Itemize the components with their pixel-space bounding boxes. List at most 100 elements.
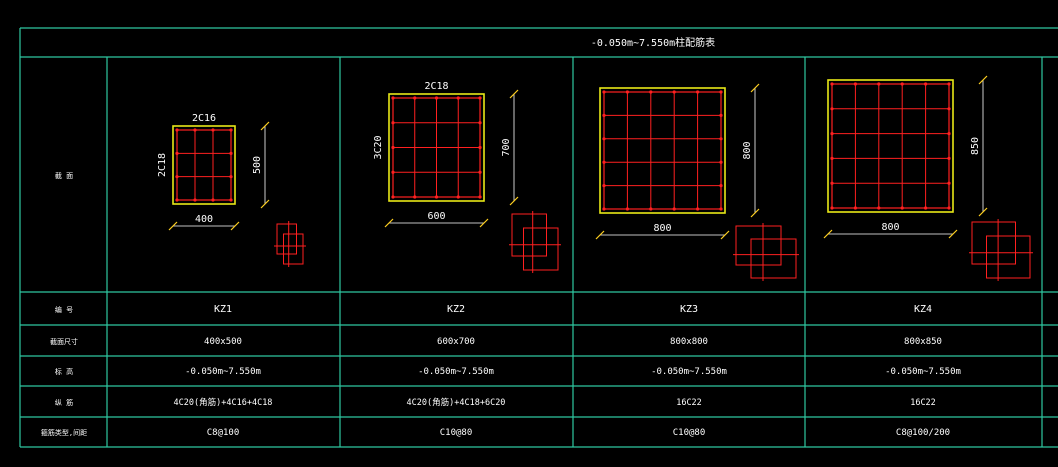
column-kz1-cells: KZ1 400x500 -0.050m~7.550m 4C20(角筋)+4C16… [174, 304, 273, 438]
hook-rect [735, 225, 782, 266]
column-stirrup: C10@80 [673, 428, 706, 438]
column-id: KZ3 [680, 304, 698, 315]
rebar-bar [413, 195, 417, 199]
height-dimension-label: 850 [970, 137, 981, 155]
rebar-bar [830, 206, 834, 210]
rebar-bar [478, 170, 482, 174]
rebar-bar [193, 128, 197, 132]
rebar-bar [672, 90, 676, 94]
rebar-bar [649, 90, 653, 94]
hook-rect [276, 223, 297, 255]
section-kz4: 800 850 [823, 75, 1033, 281]
rebar-bar [900, 82, 904, 86]
rebar-bar [229, 128, 233, 132]
rebar-bar [211, 198, 215, 202]
rebar-bar [853, 82, 858, 86]
rebar-bar [853, 206, 858, 210]
rebar-bar [719, 90, 723, 94]
rebar-bar [175, 198, 179, 202]
rebar-bar [924, 206, 928, 210]
rebar-bar [602, 207, 606, 211]
height-dimension-label: 500 [252, 156, 263, 174]
rebar-bar [830, 107, 834, 111]
rebar-bar [175, 151, 179, 155]
dimension-tick [384, 218, 394, 228]
dimension-tick [720, 230, 730, 240]
rebar-bar [478, 121, 482, 125]
dimension-tick [509, 196, 519, 206]
rebar-bar [877, 82, 881, 86]
rebar-bar [719, 160, 723, 164]
rebar-bar [830, 181, 834, 185]
hook-rect [511, 213, 547, 257]
dimension-tick [168, 221, 178, 231]
hook-rect [283, 233, 304, 265]
rebar-bar [947, 156, 951, 160]
column-kz3-cells: KZ3 800x800 -0.050m~7.550m 16C22 C10@80 [651, 304, 727, 438]
table-grid [19, 27, 1058, 448]
rebar-bar [456, 96, 460, 100]
column-size: 800x850 [904, 337, 942, 347]
dimension-tick [750, 83, 760, 93]
column-id: KZ1 [214, 304, 232, 315]
rebar-bar [947, 107, 951, 111]
width-dimension-label: 800 [881, 222, 899, 233]
rebar-bar [175, 175, 179, 179]
section-outline [388, 93, 485, 202]
dimension-tick [948, 229, 958, 239]
stirrup-detail-icon [969, 219, 1033, 281]
rebar-bar [947, 206, 951, 210]
rebar-bar [229, 151, 233, 155]
hook-rect [986, 235, 1031, 279]
side-rebar-label: 3C20 [373, 135, 384, 159]
column-longitudinal: 4C20(角筋)+4C18+6C20 [407, 397, 506, 408]
rebar-bar [229, 175, 233, 179]
column-elevation: -0.050m~7.550m [185, 367, 261, 377]
rebar-bar [924, 82, 928, 86]
rebar-bar [413, 96, 417, 100]
dimension-tick [260, 199, 270, 209]
row-label-size: 截面尺寸 [50, 337, 78, 346]
top-rebar-label: 2C16 [192, 113, 216, 124]
width-dimension-label: 400 [195, 214, 213, 225]
column-stirrup: C8@100/200 [896, 428, 950, 438]
column-longitudinal: 16C22 [910, 398, 936, 408]
column-id: KZ2 [447, 304, 465, 315]
column-kz4-cells: KZ4 800x850 -0.050m~7.550m 16C22 C8@100/… [885, 304, 961, 438]
dimension-tick [978, 75, 988, 85]
side-rebar-label: 2C18 [157, 153, 168, 177]
rebar-bar [434, 195, 439, 199]
rebar-bar [672, 207, 676, 211]
dimension-tick [823, 229, 833, 239]
rebar-bar [478, 96, 482, 100]
rebar-bar [649, 207, 653, 211]
rebar-bar [478, 195, 482, 199]
dimension-tick [509, 89, 519, 99]
table-title: -0.050m~7.550m柱配筋表 [591, 36, 715, 49]
row-label-id: 编 号 [55, 305, 73, 314]
height-dimension-label: 700 [501, 138, 512, 156]
row-label-stirrup: 箍筋类型,间距 [41, 428, 87, 437]
rebar-bar [478, 145, 482, 150]
row-label-longitudinal: 纵 筋 [55, 398, 73, 407]
rebar-bar [719, 207, 723, 211]
row-label-elevation: 标 高 [55, 367, 73, 376]
hook-rect [971, 221, 1016, 265]
rebar-bar [696, 90, 700, 94]
stirrup-detail-icon [509, 211, 561, 273]
rebar-bar [229, 198, 233, 202]
column-longitudinal: 4C20(角筋)+4C16+4C18 [174, 397, 273, 408]
rebar-bar [947, 132, 951, 136]
width-dimension-label: 800 [653, 223, 671, 234]
dimension-tick [260, 121, 270, 131]
rebar-bar [719, 184, 723, 188]
rebar-bar [602, 184, 606, 188]
rebar-bar [175, 128, 179, 132]
section-kz1: 400 500 2C16 2C18 [157, 113, 306, 267]
rebar-bar [211, 128, 215, 132]
rebar-bar [193, 198, 197, 202]
top-rebar-label: 2C18 [424, 81, 448, 92]
rebar-bar [877, 206, 881, 210]
